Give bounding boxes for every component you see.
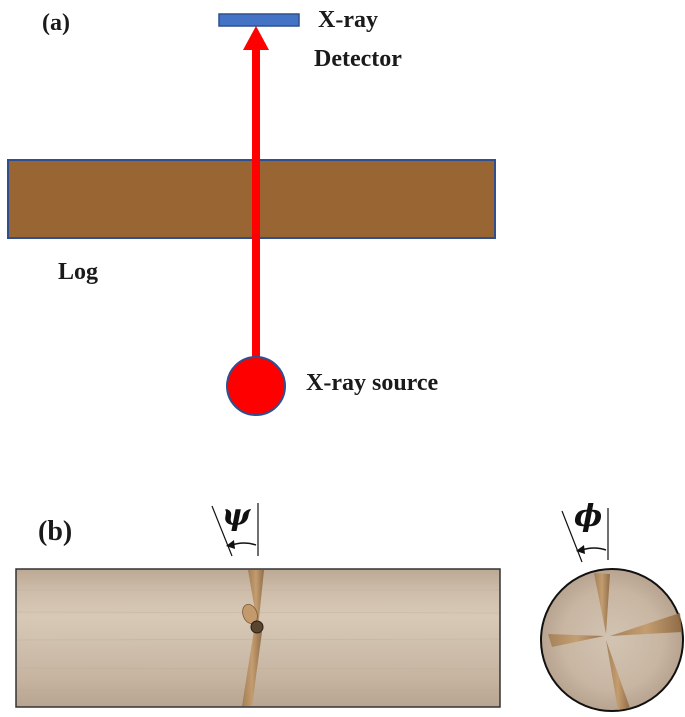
xray-detector bbox=[218, 13, 300, 27]
psi-tilt-line bbox=[211, 505, 233, 557]
knot-pith bbox=[250, 620, 264, 634]
detector-label-line2: Detector bbox=[314, 46, 402, 72]
knot-cone-upper bbox=[248, 570, 264, 628]
panel-b-label: (b) bbox=[38, 516, 72, 547]
phi-arc-arrow bbox=[581, 547, 607, 551]
xray-source bbox=[226, 356, 286, 416]
log-end-view bbox=[540, 568, 684, 712]
end-knot-right bbox=[610, 613, 682, 636]
phi-arc-arrowhead bbox=[576, 545, 585, 554]
end-knot-bottom bbox=[606, 640, 630, 710]
knot-cone-lower bbox=[242, 630, 262, 706]
log-label: Log bbox=[58, 259, 98, 285]
psi-arc-arrowhead bbox=[226, 540, 235, 549]
panel-b: (b) ψ ϕ bbox=[15, 498, 684, 712]
phi-tilt-line bbox=[561, 510, 583, 563]
phi-symbol: ϕ bbox=[574, 499, 602, 534]
source-label: X-ray source bbox=[306, 370, 439, 396]
beam-arrowhead bbox=[243, 26, 269, 50]
psi-symbol: ψ bbox=[222, 498, 252, 533]
panel-a: (a) X-ray Detector Log X-ray source bbox=[7, 7, 496, 416]
end-knot-top bbox=[594, 573, 610, 634]
end-knot-left bbox=[548, 634, 604, 647]
panel-a-label: (a) bbox=[42, 10, 70, 36]
log-bar bbox=[7, 159, 496, 239]
detector-label-line1: X-ray bbox=[318, 7, 378, 33]
psi-arc-arrow bbox=[231, 542, 257, 546]
